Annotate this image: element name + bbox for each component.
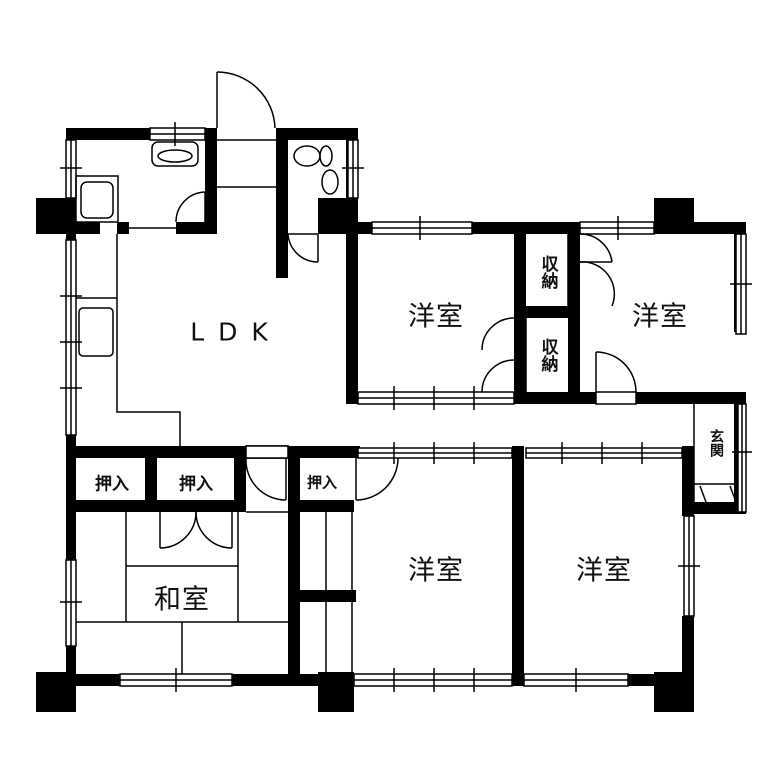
room-label-western-2: 洋室: [632, 301, 688, 333]
walls: [36, 128, 746, 712]
room-label-ldk: LDK: [190, 317, 282, 347]
room-label-western-3: 洋室: [408, 555, 464, 587]
fixtures-and-doors: [75, 71, 738, 674]
room-label-closet-2: 押入: [179, 474, 213, 495]
room-label-entrance: 玄関: [708, 429, 724, 457]
room-label-japanese: 和室: [154, 584, 210, 616]
room-label-storage-2: 収納: [537, 338, 558, 372]
windows: [60, 122, 752, 692]
room-label-western-1: 洋室: [408, 301, 464, 333]
room-label-closet-3: 押入: [306, 473, 338, 492]
room-label-closet-1: 押入: [95, 474, 129, 495]
room-label-storage-1: 収納: [537, 255, 558, 289]
room-label-western-4: 洋室: [576, 555, 632, 587]
